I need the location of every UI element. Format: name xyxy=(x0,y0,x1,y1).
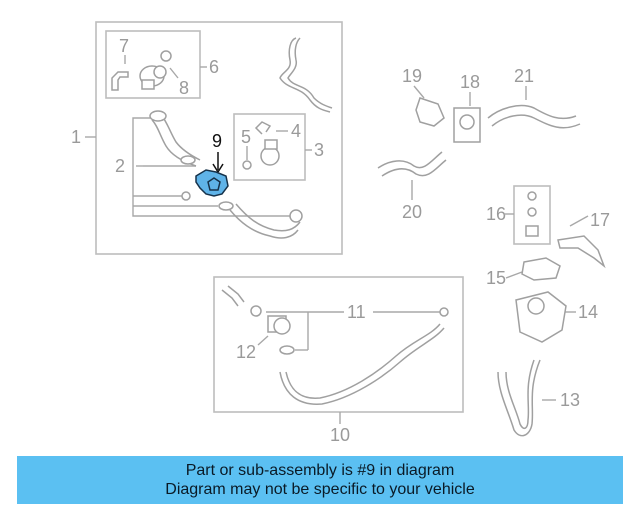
banner-line-1: Part or sub-assembly is #9 in diagram xyxy=(185,462,455,479)
clamp-lower xyxy=(289,209,303,223)
housing-part-12 xyxy=(267,315,291,335)
pipe-part-10 xyxy=(285,323,441,399)
leader-19 xyxy=(413,85,425,99)
callout-6: 6 xyxy=(209,57,219,77)
thermostat-housing-part-9[interactable] xyxy=(195,169,229,197)
bracket-part-19 xyxy=(415,97,445,127)
callout-9: 9 xyxy=(212,131,222,151)
callout-8: 8 xyxy=(179,78,189,98)
callout-10: 10 xyxy=(330,425,350,445)
leader-12 xyxy=(257,335,269,346)
gasket-part-15 xyxy=(521,257,561,281)
washer-part-5 xyxy=(242,160,252,170)
callout-18: 18 xyxy=(460,72,480,92)
gasket-part-11 xyxy=(250,305,262,317)
hose-upper xyxy=(279,37,331,113)
leader-17 xyxy=(569,215,589,227)
hose-lower-outline xyxy=(235,203,301,232)
bolt-part-16c xyxy=(525,225,539,237)
leader-15 xyxy=(505,271,523,279)
hose-part-21-outline xyxy=(491,114,581,129)
assembly-box-1 xyxy=(95,21,343,255)
callout-20: 20 xyxy=(402,202,422,222)
callout-16: 16 xyxy=(486,204,506,224)
callout-11: 11 xyxy=(347,302,366,322)
clamp-part-2 xyxy=(149,110,167,122)
seal-part-8 xyxy=(160,50,172,62)
pump-part-14 xyxy=(515,291,567,343)
hose-part-10-stub-b xyxy=(227,285,245,303)
assembly-box-10 xyxy=(213,276,464,413)
callout-5: 5 xyxy=(241,127,251,147)
callout-14: 14 xyxy=(578,302,598,322)
bolt-part-16a xyxy=(527,191,537,201)
leader-8 xyxy=(169,67,179,79)
hose-upper-outline xyxy=(287,37,333,109)
callout-21: 21 xyxy=(514,66,534,86)
kit-box-16 xyxy=(513,185,551,245)
hose-part-20-outline xyxy=(381,159,447,177)
hose-part-20 xyxy=(377,151,443,169)
hose-part-13 xyxy=(497,359,541,437)
callout-7: 7 xyxy=(119,36,129,56)
clamp-part-12 xyxy=(279,345,295,355)
callout-15: 15 xyxy=(486,268,506,288)
callout-13: 13 xyxy=(560,390,580,410)
clamp-part-11 xyxy=(439,307,449,317)
callout-1: 1 xyxy=(71,127,81,147)
cap-part-3 xyxy=(260,139,280,166)
clamp-part-2d xyxy=(218,201,234,211)
valve-part-18 xyxy=(453,107,481,143)
hose-part-10-stub xyxy=(221,289,239,307)
callout-12: 12 xyxy=(236,342,256,362)
callout-17: 17 xyxy=(590,210,610,230)
hose-part-2-outline xyxy=(161,115,201,161)
callout-3: 3 xyxy=(314,140,324,160)
clamp-part-2c xyxy=(181,191,191,201)
subassembly-box-6 xyxy=(105,30,201,99)
callout-2: 2 xyxy=(115,156,125,176)
bracket-part-17 xyxy=(557,235,606,269)
clamp-part-2b xyxy=(180,155,196,165)
housing-part-7 xyxy=(139,65,167,90)
hose-lower xyxy=(229,209,299,239)
hose-part-21 xyxy=(487,104,577,120)
info-banner: Part or sub-assembly is #9 in diagram Di… xyxy=(17,456,623,504)
pipe-part-10-outline xyxy=(279,327,445,405)
hose-part-13-outline xyxy=(505,359,535,430)
clip-part-4 xyxy=(254,121,272,135)
leader-2-bracket xyxy=(132,117,290,217)
bracket-part-7 xyxy=(111,71,129,91)
banner-line-2: Diagram may not be specific to your vehi… xyxy=(165,481,475,498)
bolt-part-16b xyxy=(527,207,537,217)
callout-4: 4 xyxy=(291,121,301,141)
subassembly-box-3 xyxy=(233,113,306,181)
callout-19: 19 xyxy=(402,66,422,86)
